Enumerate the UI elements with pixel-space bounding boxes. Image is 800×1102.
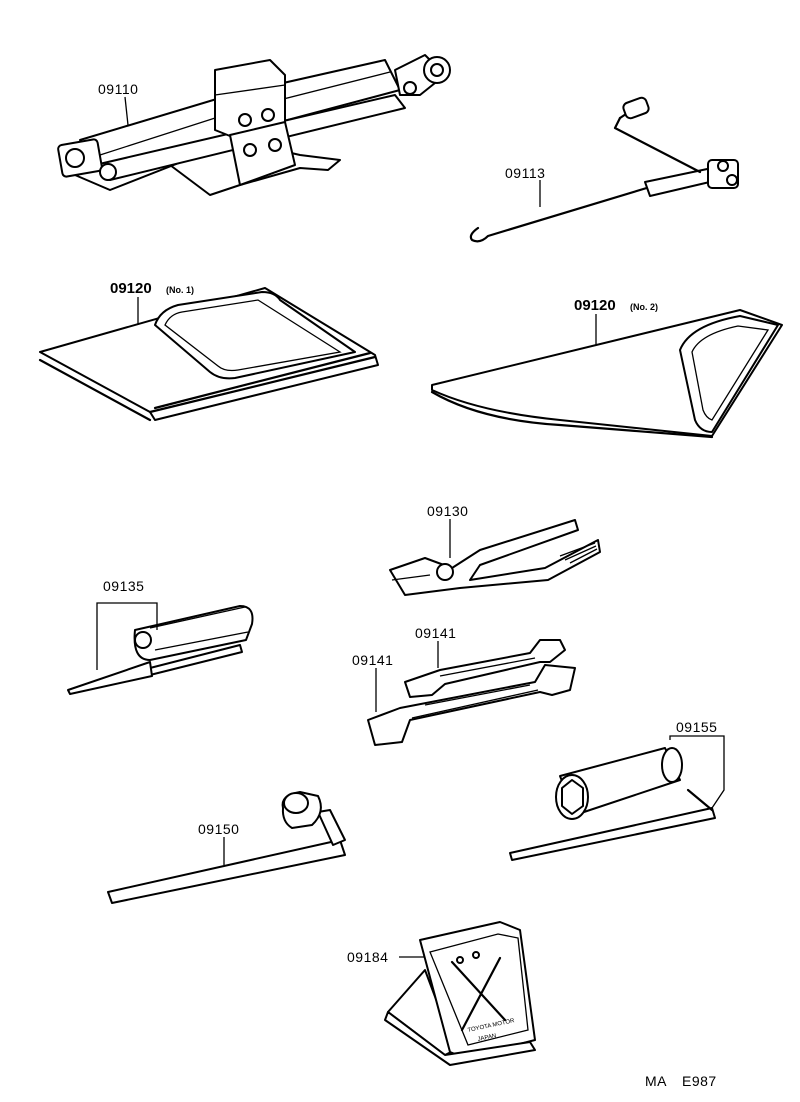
pliers-part-number: 09130 <box>427 503 468 519</box>
jack-handle-illustration <box>469 96 739 243</box>
jack-part-number: 09110 <box>98 81 138 97</box>
lug-wrench-part-number: 09150 <box>198 821 239 837</box>
wrench-upper-part-number: 09141 <box>415 625 456 641</box>
warning-plate-part-number: 09184 <box>347 949 388 965</box>
plug-wrench-leader <box>669 735 725 809</box>
wrench-upper-illustration <box>404 639 566 698</box>
screwdriver-leader <box>96 602 158 670</box>
jack-leader <box>124 96 129 126</box>
bag1-part-number: 09120 <box>110 280 152 297</box>
wrench-lower-illustration <box>367 664 576 746</box>
diagram-code-number: E987 <box>682 1073 717 1089</box>
wrench-lower-part-number: 09141 <box>352 652 393 668</box>
diagram-code-prefix: MA <box>645 1073 667 1089</box>
plug-wrench-illustration <box>509 747 716 861</box>
warning-plate-illustration: TOYOTA MOTOR JAPAN <box>384 921 536 1066</box>
screwdriver-part-number: 09135 <box>103 578 144 594</box>
bag1-part-suffix: (No. 1) <box>166 285 194 295</box>
jack-illustration <box>57 54 451 196</box>
bag2-part-number: 09120 <box>574 297 616 314</box>
bag2-illustration <box>430 309 783 439</box>
pliers-illustration <box>389 519 601 596</box>
bag1-illustration <box>38 287 379 422</box>
plug-wrench-part-number: 09155 <box>676 719 717 735</box>
bag2-part-suffix: (No. 2) <box>630 302 658 312</box>
lug-wrench-illustration <box>107 791 346 904</box>
plate-line2-text: JAPAN <box>477 1033 497 1043</box>
jack-handle-part-number: 09113 <box>505 165 545 181</box>
screwdriver-illustration <box>67 605 254 695</box>
